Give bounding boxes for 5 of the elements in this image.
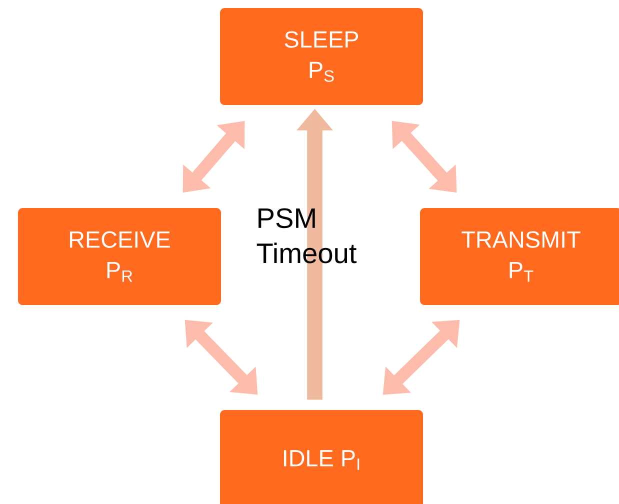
state-box: SLEEP P$_{S}$ (220, 8, 423, 105)
state-box: TRANSMIT P$_{T}$ (420, 208, 619, 305)
state-box: RECEIVE P$_{R}$ (18, 208, 221, 305)
note-label: PSM Timeout (256, 208, 357, 264)
state-box: IDLE P$_{I}$ (220, 410, 423, 504)
